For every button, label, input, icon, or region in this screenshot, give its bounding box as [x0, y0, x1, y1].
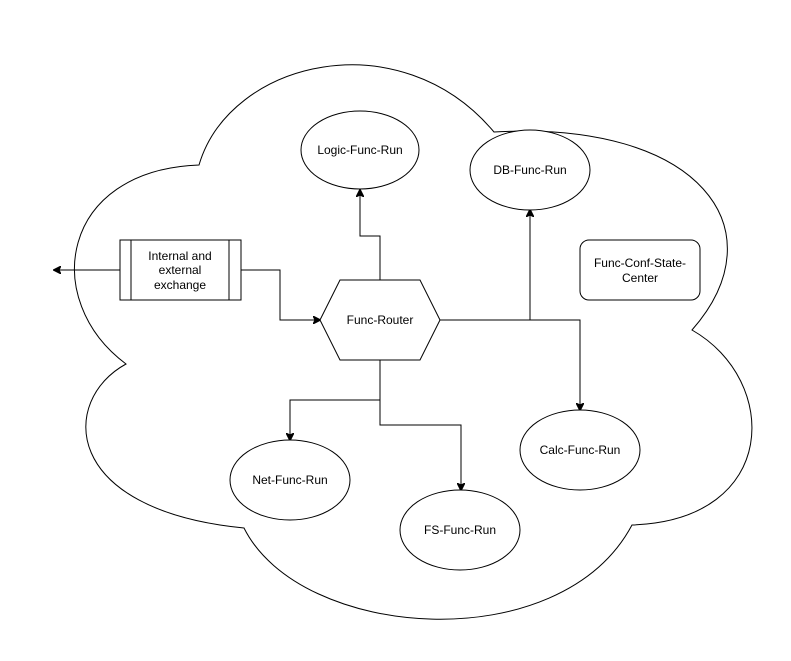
- node-db-func-run: DB-Func-Run: [469, 129, 591, 211]
- node-exchange-label-line-2: external: [159, 263, 202, 277]
- node-logic-func-run: Logic-Func-Run: [300, 110, 420, 190]
- node-net-func-run-label: Net-Func-Run: [252, 473, 327, 487]
- edge-exchange-to-router: [241, 269, 320, 320]
- node-exchange-label-line-3: exchange: [154, 278, 206, 292]
- node-func-conf-label-line-2: Center: [622, 271, 658, 285]
- node-fs-func-run: FS-Func-Run: [399, 489, 521, 571]
- edge-router-to-logic: [360, 190, 381, 280]
- edge-router-to-net: [290, 360, 381, 440]
- node-logic-func-run-label: Logic-Func-Run: [317, 143, 402, 157]
- node-exchange-label-line-1: Internal and: [148, 249, 211, 263]
- edge-router-to-calc: [530, 319, 580, 410]
- node-func-router-label: Func-Router: [347, 313, 414, 327]
- node-calc-func-run: Calc-Func-Run: [519, 409, 641, 491]
- node-calc-func-run-label: Calc-Func-Run: [540, 443, 621, 457]
- edge-router-to-fs: [379, 400, 461, 490]
- node-func-conf-label-line-1: Func-Conf-State-: [594, 256, 686, 270]
- node-net-func-run: Net-Func-Run: [229, 439, 351, 521]
- node-db-func-run-label: DB-Func-Run: [493, 163, 566, 177]
- node-fs-func-run-label: FS-Func-Run: [424, 523, 496, 537]
- node-func-router: Func-Router: [319, 279, 441, 361]
- node-internal-external-exchange: Internal and external exchange: [119, 239, 242, 301]
- node-func-conf-state-center: Func-Conf-State- Center: [579, 239, 701, 301]
